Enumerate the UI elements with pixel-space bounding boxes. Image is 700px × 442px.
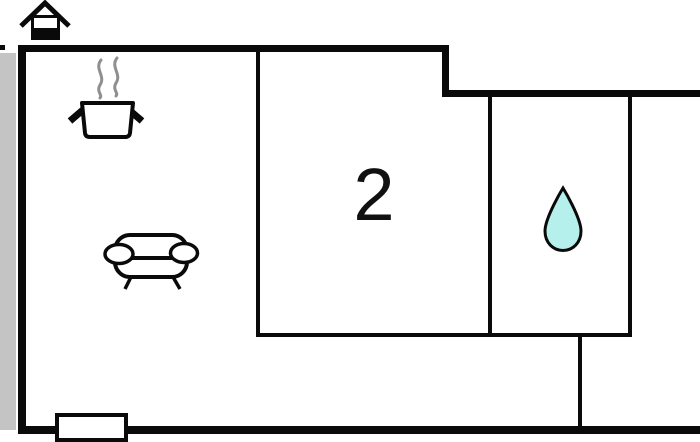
wall-top-left-section [18,45,449,52]
wall-top-edge-dash [0,45,5,50]
exterior-wall-strip [0,53,16,430]
steam-line-icon [113,56,120,98]
wall-left [18,45,26,433]
sofa-icon [103,233,200,290]
stove-pot-icon [67,56,145,139]
wall-bedroom-bathroom-bottom [256,333,632,337]
window-marker [55,413,128,442]
wall-bedroom-bathroom-divider [488,97,492,337]
wall-bedroom-left [256,52,260,337]
steam-line-icon [97,58,104,100]
water-drop-icon [543,185,583,253]
entrance-house-icon [19,0,71,40]
bedroom-count-label: 2 [353,153,395,236]
wall-top-right-section [442,90,700,97]
wall-bottom [18,426,700,434]
wall-bathroom-right [628,97,632,337]
sofa-leg-right [171,276,182,290]
wall-hall-divider [578,337,582,426]
wall-step-vertical [442,45,449,97]
